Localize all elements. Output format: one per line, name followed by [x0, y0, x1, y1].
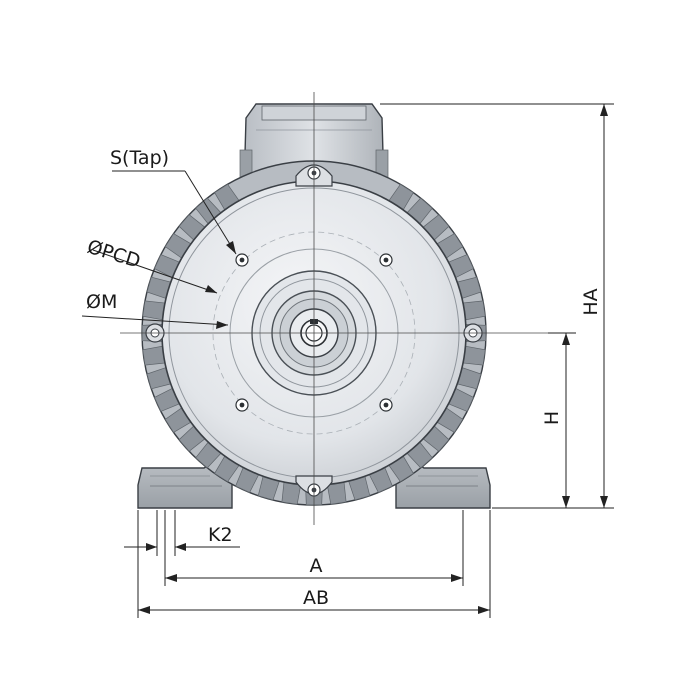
tapped-hole-top-right [379, 253, 393, 267]
dimension-h: H [541, 332, 576, 508]
dimension-k2: K2 [124, 524, 240, 551]
dimension-a: A [165, 555, 463, 582]
cooling-fin [142, 345, 166, 366]
label-m: ØM [86, 291, 117, 313]
cooling-fin [462, 345, 486, 366]
label-ha: HA [580, 288, 602, 315]
cooling-fin [142, 300, 166, 321]
label-ab: AB [303, 587, 329, 609]
label-a: A [310, 555, 323, 577]
tapped-hole-bottom-left [235, 398, 249, 412]
cooling-fin [462, 300, 486, 321]
leader-s-tap: S(Tap) [110, 147, 237, 255]
tapped-hole-top-left [235, 253, 249, 267]
label-h: H [541, 411, 563, 425]
tapped-hole-bottom-right [379, 398, 393, 412]
label-s-tap: S(Tap) [110, 147, 169, 169]
dimension-ha: HA [380, 103, 614, 509]
dimension-ab: AB [138, 587, 490, 614]
label-k2: K2 [208, 524, 233, 546]
leader-m: ØM [81, 291, 229, 329]
label-pcd: ØPCD [85, 236, 143, 273]
centerlines [120, 92, 548, 525]
